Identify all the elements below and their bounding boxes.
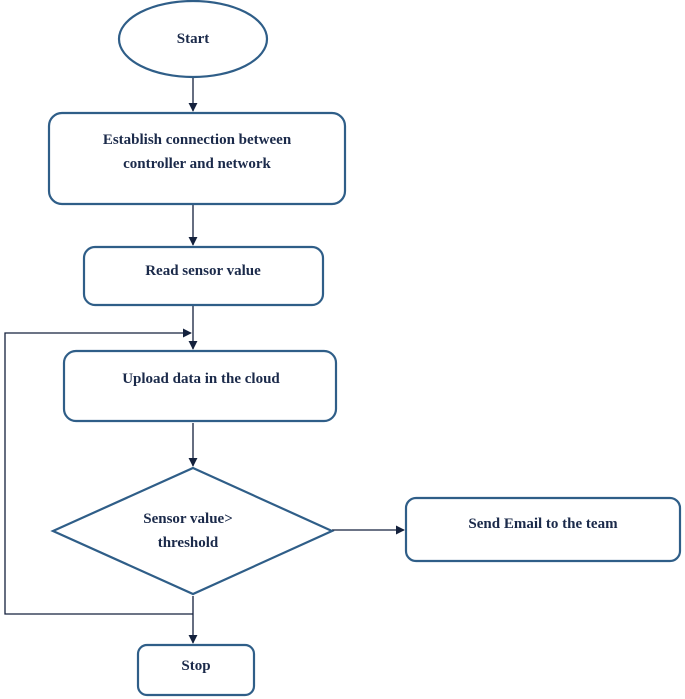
connectors [4,78,405,644]
establish-connection-box [47,111,347,206]
node-threshold-decision: Sensor value> threshold [50,466,335,596]
node-upload-data: Upload data in the cloud [62,349,338,423]
stop-box [136,643,256,697]
send-email-label: Send Email to the team [468,516,618,532]
edge-loop-back-to-upload [4,328,193,615]
send-email-box [404,496,682,563]
threshold-decision-diamond [50,466,335,596]
upload-data-box [62,349,338,423]
upload-data-label: Upload data in the cloud [122,371,280,387]
establish-connection-label-line2: controller and network [123,156,271,172]
node-send-email: Send Email to the team [404,496,682,563]
start-label: Start [177,31,210,47]
establish-connection-label-line1: Establish connection between [103,132,292,148]
read-sensor-label: Read sensor value [145,263,261,279]
node-establish-connection: Establish connection between controller … [47,111,347,206]
node-stop: Stop [136,643,256,697]
node-start: Start [117,0,269,79]
node-read-sensor: Read sensor value [82,245,325,307]
read-sensor-box [82,245,325,307]
start-terminator [117,0,269,79]
stop-label: Stop [181,658,210,674]
threshold-decision-label-line1: Sensor value> [143,511,233,527]
threshold-decision-label-line2: threshold [158,535,219,551]
